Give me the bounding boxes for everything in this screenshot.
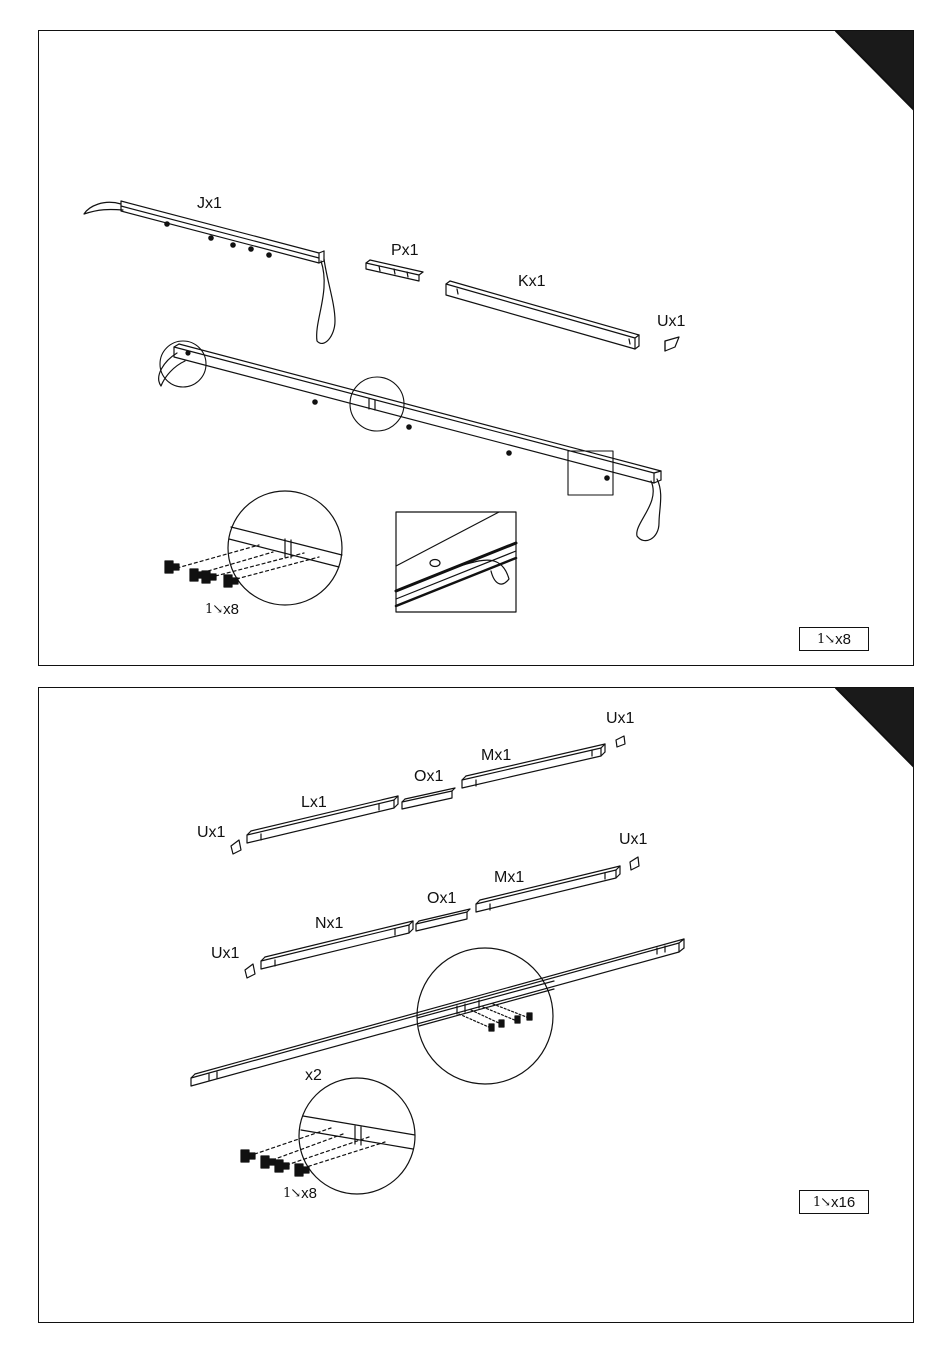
detail-screw-count: 1↘ x8 bbox=[205, 601, 239, 618]
part-label-O-top: Ox1 bbox=[414, 769, 443, 785]
multiplier-label: x2 bbox=[305, 1068, 322, 1084]
part-label-U: Ux1 bbox=[657, 314, 685, 330]
screwdriver-icon: 1↘ bbox=[283, 1186, 300, 1201]
zoom-detail-box bbox=[396, 512, 516, 612]
part-label-U-top-left: Ux1 bbox=[197, 825, 225, 841]
part-label-P: Px1 bbox=[391, 243, 419, 259]
part-label-N: Nx1 bbox=[315, 916, 343, 932]
assembly-step-panel-1: Jx1 Px1 Kx1 Ux1 1↘ x8 1↘ x8 bbox=[38, 30, 914, 666]
part-P bbox=[366, 260, 423, 281]
part-label-M-top: Mx1 bbox=[481, 748, 511, 764]
detail-circle-screws bbox=[165, 491, 342, 605]
rail-J bbox=[84, 201, 335, 343]
screwdriver-icon: 1↘ bbox=[817, 632, 834, 647]
part-label-L: Lx1 bbox=[301, 795, 327, 811]
part-label-U-mid-right: Ux1 bbox=[619, 832, 647, 848]
long-rail-assembled bbox=[159, 341, 661, 541]
step-1-illustration bbox=[39, 31, 914, 666]
detail-screw-count: 1↘ x8 bbox=[283, 1185, 317, 1202]
part-label-K: Kx1 bbox=[518, 274, 546, 290]
assembly-step-panel-2: Ux1 Mx1 Ox1 Lx1 Ux1 Ux1 Mx1 Ox1 Nx1 Ux1 … bbox=[38, 687, 914, 1323]
rail-row-top bbox=[231, 736, 625, 854]
part-U-cap bbox=[665, 337, 679, 351]
rail-K bbox=[446, 281, 639, 349]
screw-count-box: 1↘ x16 bbox=[799, 1190, 869, 1214]
detail-circle-screws bbox=[241, 1078, 415, 1194]
screwdriver-icon: 1↘ bbox=[205, 602, 222, 617]
part-label-U-top-right: Ux1 bbox=[606, 711, 634, 727]
step-2-illustration bbox=[39, 688, 914, 1323]
part-label-M-mid: Mx1 bbox=[494, 870, 524, 886]
rail-row-middle bbox=[245, 857, 639, 978]
part-label-U-mid-left: Ux1 bbox=[211, 946, 239, 962]
part-label-O-mid: Ox1 bbox=[427, 891, 456, 907]
screwdriver-icon: 1↘ bbox=[813, 1195, 830, 1210]
part-label-J: Jx1 bbox=[197, 196, 222, 212]
screw-count-box: 1↘ x8 bbox=[799, 627, 869, 651]
